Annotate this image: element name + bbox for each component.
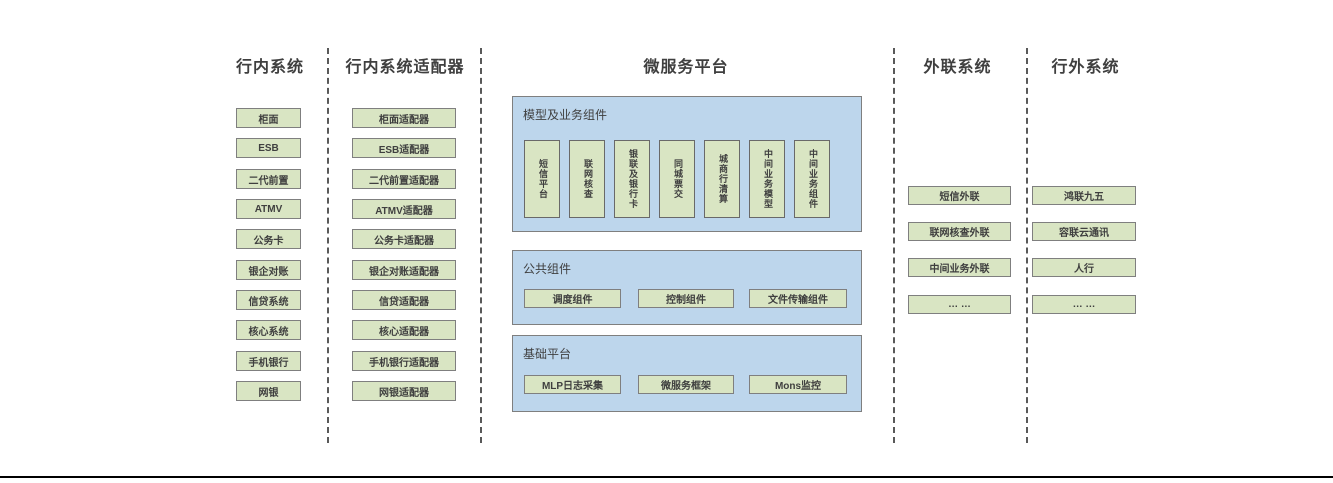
external-system-box: 人行 xyxy=(1032,258,1136,277)
internal-system-box: 公务卡 xyxy=(236,229,301,249)
internal-system-box: 网银 xyxy=(236,381,301,401)
model-component-box: 中间业务模型 xyxy=(749,140,785,218)
common-component-box: 调度组件 xyxy=(524,289,621,308)
column-title-external: 行外系统 xyxy=(1051,59,1120,76)
external-link-box: … … xyxy=(908,295,1011,314)
adapter-box: 二代前置适配器 xyxy=(352,169,456,189)
base-platform-box: MLP日志采集 xyxy=(524,375,621,394)
model-component-box: 短信平台 xyxy=(524,140,560,218)
internal-system-box: 银企对账 xyxy=(236,260,301,280)
panel-model-label: 模型及业务组件 xyxy=(523,108,608,122)
external-system-box: 容联云通讯 xyxy=(1032,222,1136,241)
column-divider xyxy=(1026,48,1028,443)
adapter-box: 信贷适配器 xyxy=(352,290,456,310)
internal-system-box: 柜面 xyxy=(236,108,301,128)
panel-base-label: 基础平台 xyxy=(523,347,572,361)
adapter-box: 公务卡适配器 xyxy=(352,229,456,249)
adapter-box: 银企对账适配器 xyxy=(352,260,456,280)
column-title-platform: 微服务平台 xyxy=(643,59,729,76)
column-title-adapters: 行内系统适配器 xyxy=(345,59,465,76)
bottom-border-line xyxy=(0,476,1333,478)
internal-system-box: 二代前置 xyxy=(236,169,301,189)
external-link-box: 短信外联 xyxy=(908,186,1011,205)
internal-system-box: 核心系统 xyxy=(236,320,301,340)
panel-common-label: 公共组件 xyxy=(523,262,572,276)
panel-model-business-components: 模型及业务组件 短信平台 联网核查 银联及银行卡 同城票交 城商行清算 中间业务… xyxy=(512,96,862,232)
common-component-box: 文件传输组件 xyxy=(749,289,847,308)
column-divider xyxy=(327,48,329,443)
model-component-box: 中间业务组件 xyxy=(794,140,830,218)
model-component-box: 联网核查 xyxy=(569,140,605,218)
panel-base-platform: 基础平台 MLP日志采集 微服务框架 Mons监控 xyxy=(512,335,862,412)
model-component-box: 银联及银行卡 xyxy=(614,140,650,218)
internal-system-box: ATMV xyxy=(236,199,301,219)
external-link-box: 中间业务外联 xyxy=(908,258,1011,277)
model-component-box: 城商行清算 xyxy=(704,140,740,218)
external-link-box: 联网核查外联 xyxy=(908,222,1011,241)
adapter-box: ESB适配器 xyxy=(352,138,456,158)
column-divider xyxy=(893,48,895,443)
adapter-box: 核心适配器 xyxy=(352,320,456,340)
common-component-box: 控制组件 xyxy=(638,289,734,308)
adapter-box: 网银适配器 xyxy=(352,381,456,401)
model-component-box: 同城票交 xyxy=(659,140,695,218)
base-platform-box: 微服务框架 xyxy=(638,375,734,394)
panel-common-components: 公共组件 调度组件 控制组件 文件传输组件 xyxy=(512,250,862,325)
column-title-internal: 行内系统 xyxy=(235,59,304,76)
internal-system-box: 信贷系统 xyxy=(236,290,301,310)
column-divider xyxy=(480,48,482,443)
internal-system-box: 手机银行 xyxy=(236,351,301,371)
adapter-box: 手机银行适配器 xyxy=(352,351,456,371)
external-system-box: 鸿联九五 xyxy=(1032,186,1136,205)
internal-system-box: ESB xyxy=(236,138,301,158)
base-platform-box: Mons监控 xyxy=(749,375,847,394)
column-title-external-link: 外联系统 xyxy=(923,59,992,76)
external-system-box: … … xyxy=(1032,295,1136,314)
adapter-box: ATMV适配器 xyxy=(352,199,456,219)
adapter-box: 柜面适配器 xyxy=(352,108,456,128)
